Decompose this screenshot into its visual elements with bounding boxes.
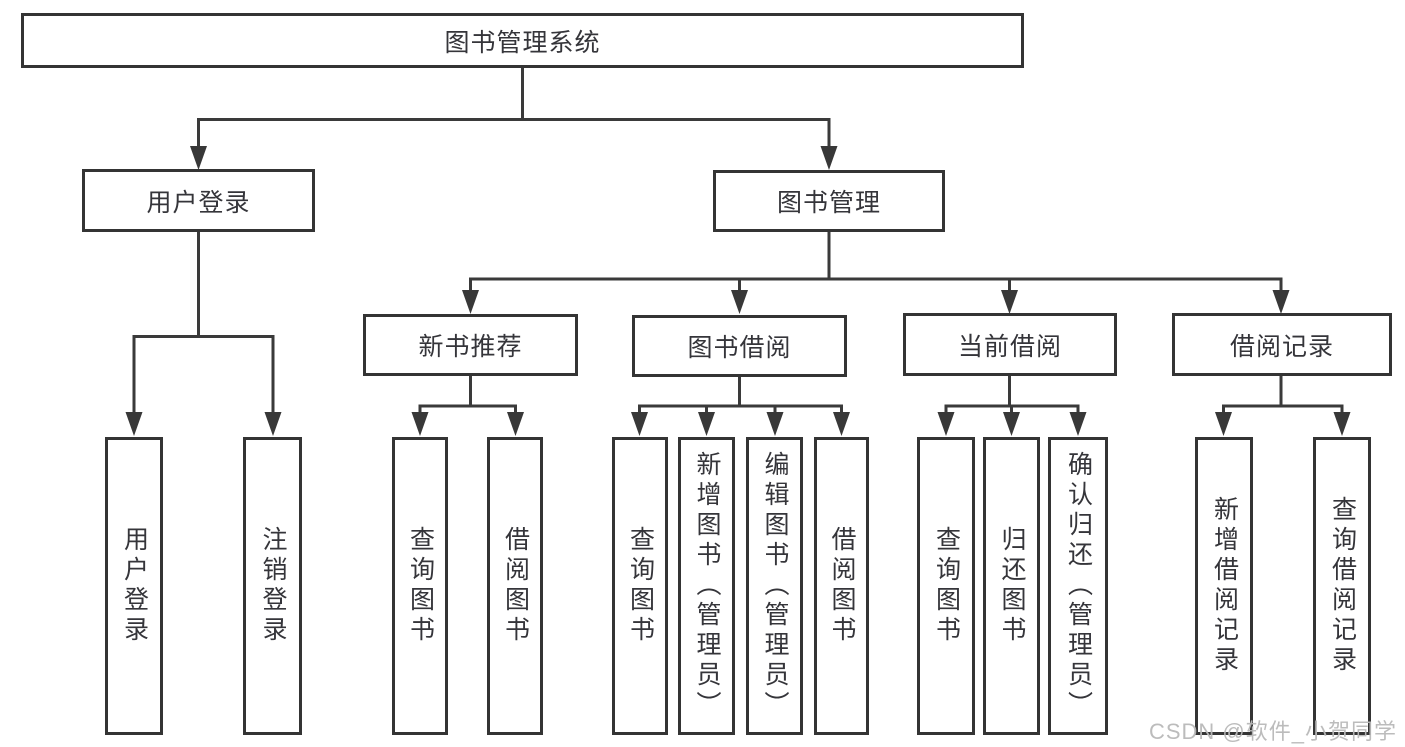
node-current-borrow: 当前借阅 [903,313,1117,376]
node-leaf-logout: 注销登录 [243,437,302,735]
node-book-management: 图书管理 [713,170,945,232]
node-leaf-borrow-books-1: 借阅图书 [487,437,543,735]
node-book-borrow: 图书借阅 [632,315,847,377]
node-leaf-query-books-3: 查询图书 [917,437,975,735]
node-new-book-recommend: 新书推荐 [363,314,578,376]
node-leaf-return-books: 归还图书 [983,437,1040,735]
node-leaf-add-books-admin: 新增图书（管理员） [678,437,735,735]
node-root: 图书管理系统 [21,13,1024,68]
node-leaf-borrow-books-2: 借阅图书 [814,437,869,735]
node-leaf-query-books-2: 查询图书 [612,437,668,735]
node-leaf-query-books-1: 查询图书 [392,437,448,735]
node-leaf-add-borrow-record: 新增借阅记录 [1195,437,1253,735]
node-borrow-records: 借阅记录 [1172,313,1392,376]
node-leaf-confirm-return-admin: 确认归还（管理员） [1048,437,1108,735]
node-leaf-user-login: 用户登录 [105,437,163,735]
connector-line-path [132,68,1344,416]
node-leaf-query-borrow-record: 查询借阅记录 [1313,437,1371,735]
arrowhead-down-icon [125,146,1351,436]
node-leaf-edit-books-admin: 编辑图书（管理员） [746,437,803,735]
node-user-login: 用户登录 [82,169,315,232]
watermark: CSDN @软件_小贺同学 [1148,719,1397,744]
